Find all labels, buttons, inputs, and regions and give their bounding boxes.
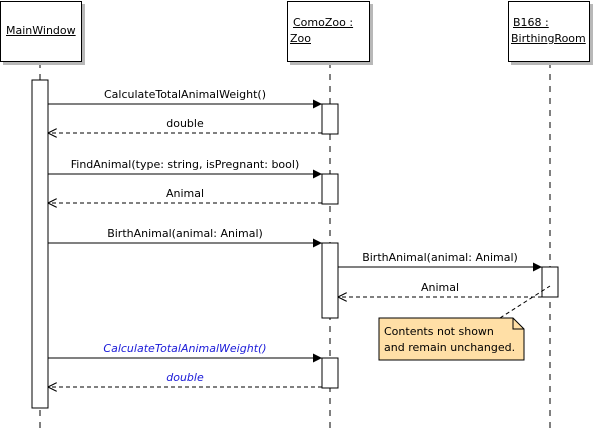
lifeline-header-mainwindow: MainWindow bbox=[0, 1, 82, 62]
note-line1: Contents not shown bbox=[384, 325, 494, 338]
lifeline-name-line2: Zoo bbox=[290, 32, 311, 45]
lifeline-name-line1: ComoZoo : bbox=[293, 16, 354, 29]
lifeline-name-line2: BirthingRoom bbox=[511, 32, 586, 45]
note-text: Contents not shown and remain unchanged. bbox=[384, 324, 524, 356]
return-label: double bbox=[166, 371, 204, 384]
message-label: BirthAnimal(animal: Animal) bbox=[107, 227, 263, 240]
return-label: Animal bbox=[165, 187, 205, 200]
note-box bbox=[378, 317, 525, 361]
activation-zoo-3 bbox=[321, 242, 339, 319]
message-label: BirthAnimal(animal: Animal) bbox=[362, 251, 518, 264]
activation-zoo-4 bbox=[321, 357, 339, 389]
lifeline-name-line1: B168 : bbox=[513, 16, 549, 29]
note-fold bbox=[512, 318, 524, 330]
return-label: double bbox=[166, 117, 204, 130]
message-label: CalculateTotalAnimalWeight() bbox=[103, 342, 267, 355]
activation-zoo-2 bbox=[321, 173, 339, 205]
note-anchor bbox=[499, 285, 551, 319]
activation-mainwindow bbox=[31, 79, 49, 409]
note-line2: and remain unchanged. bbox=[384, 341, 516, 354]
activation-birthingroom bbox=[541, 266, 559, 298]
message-label: CalculateTotalAnimalWeight() bbox=[103, 88, 267, 101]
return-label: Animal bbox=[420, 281, 460, 294]
lifeline-name: MainWindow bbox=[6, 24, 76, 37]
message-label: FindAnimal(type: string, isPregnant: boo… bbox=[70, 158, 300, 171]
activation-zoo-1 bbox=[321, 103, 339, 135]
lifeline-header-birthingroom: B168 : BirthingRoom bbox=[508, 1, 590, 62]
lifeline-header-zoo: ComoZoo : Zoo bbox=[287, 1, 370, 62]
